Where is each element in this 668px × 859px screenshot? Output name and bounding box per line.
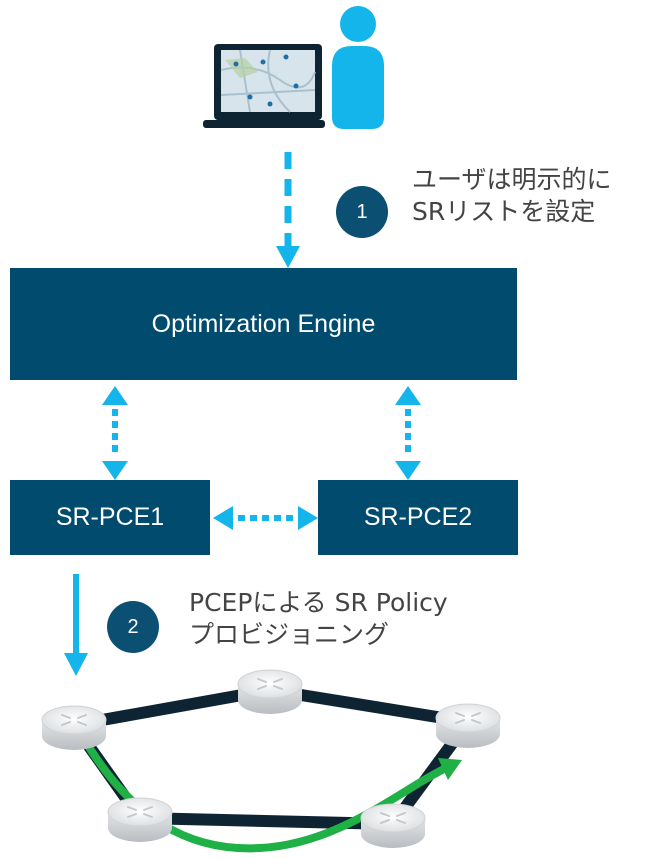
step-2-number: 2 (127, 615, 139, 638)
router-icon (41, 705, 107, 751)
arrow-engine-pce1 (102, 386, 128, 480)
step-1-badge: 1 (336, 186, 388, 238)
laptop-map-icon (203, 44, 325, 128)
step-2-line2: プロビジョニング (189, 620, 390, 649)
optimization-engine-box: Optimization Engine (10, 268, 517, 380)
step-1-note: ユーザは明示的に SRリストを設定 (412, 164, 612, 228)
sr-pce1-label: SR-PCE1 (55, 503, 165, 531)
router-icon (435, 703, 501, 749)
step-1-line1: ユーザは明示的に (412, 165, 612, 194)
arrow-engine-pce2 (395, 386, 421, 480)
user-icon (332, 6, 384, 129)
sr-pce2-label: SR-PCE2 (363, 503, 473, 531)
step-2-badge: 2 (107, 601, 159, 653)
step-1-number: 1 (356, 200, 368, 223)
router-icon (237, 669, 303, 715)
arrow-pce-to-network (64, 574, 88, 676)
step-2-note: PCEPによる SR Policy プロビジョニング (189, 587, 448, 651)
router-icon (107, 797, 173, 843)
arrow-pce1-pce2 (213, 506, 318, 530)
router-icon (360, 803, 426, 849)
arrow-user-to-engine (276, 152, 300, 268)
sr-policy-path (76, 728, 462, 853)
optimization-engine-label: Optimization Engine (151, 309, 376, 338)
sr-pce2-box: SR-PCE2 (318, 480, 518, 555)
step-1-line2: SRリストを設定 (412, 197, 596, 226)
sr-pce1-box: SR-PCE1 (10, 480, 210, 555)
step-2-line1: PCEPによる SR Policy (189, 588, 448, 617)
